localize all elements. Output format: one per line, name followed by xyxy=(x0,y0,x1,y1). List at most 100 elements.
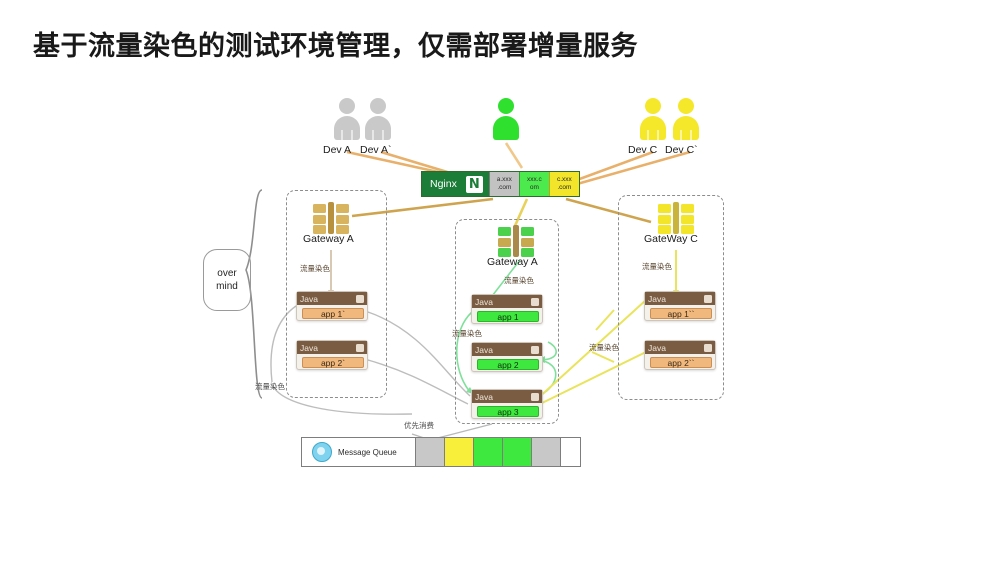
user-label-dev-a-prime: Dev A` xyxy=(360,144,392,156)
gateway-spine xyxy=(513,225,519,257)
app-card-left-2[interactable]: Java app 2` xyxy=(296,340,368,370)
app-runtime-label: Java xyxy=(648,342,666,353)
avatar-detail xyxy=(690,130,692,140)
trace-label-left-gateway: 流量染色 xyxy=(300,264,330,273)
app-runtime-label: Java xyxy=(475,344,493,355)
avatar-detail xyxy=(351,130,353,140)
app-runtime-label: Java xyxy=(648,293,666,304)
gateway-icon-middle xyxy=(496,224,536,258)
avatar-body xyxy=(334,116,360,140)
mq-segment-empty xyxy=(561,438,580,466)
domain-line-2: om xyxy=(529,184,539,191)
nginx-router[interactable]: Nginx N a.xxx .com xxx.c om c.xxx .com xyxy=(421,171,580,197)
domain-cell-b[interactable]: xxx.c om xyxy=(518,172,549,196)
app-card-header: Java xyxy=(297,292,367,305)
page-title: 基于流量染色的测试环境管理，仅需部署增量服务 xyxy=(33,31,638,61)
avatar-head xyxy=(498,98,514,114)
app-runtime-label: Java xyxy=(475,296,493,307)
nginx-label: Nginx xyxy=(430,178,457,190)
message-queue-bar[interactable]: Message Queue xyxy=(301,437,581,467)
trace-label-right-gateway: 流量染色 xyxy=(642,262,672,271)
domain-cell-c[interactable]: c.xxx .com xyxy=(548,172,579,196)
gateway-block xyxy=(658,225,671,234)
user-dev-b xyxy=(493,98,519,144)
app-card-middle-1[interactable]: Java app 1 xyxy=(471,294,543,324)
app-card-header: Java xyxy=(472,343,542,356)
app-card-header: Java xyxy=(297,341,367,354)
app-name-label: app 1` xyxy=(302,308,364,319)
gateway-block xyxy=(498,238,511,247)
java-cup-icon xyxy=(531,345,539,354)
app-card-right-1[interactable]: Java app 1`` xyxy=(644,291,716,321)
user-dev-a-prime xyxy=(365,98,391,144)
gateway-icon-right xyxy=(656,201,696,235)
app-card-left-1[interactable]: Java app 1` xyxy=(296,291,368,321)
overmind-line-2: mind xyxy=(216,281,238,292)
app-card-header: Java xyxy=(472,295,542,308)
gateway-block xyxy=(336,225,349,234)
java-cup-icon xyxy=(704,294,712,303)
trace-label-middle-left: 流量染色 xyxy=(452,329,482,338)
user-dev-a xyxy=(334,98,360,144)
app-card-header: Java xyxy=(645,341,715,354)
gateway-label-middle: Gateway A xyxy=(487,256,538,268)
mq-segment-4 xyxy=(503,438,532,466)
avatar-body xyxy=(365,116,391,140)
app-card-middle-2[interactable]: Java app 2 xyxy=(471,342,543,372)
gateway-spine xyxy=(328,202,334,234)
trace-label-right-cross: 流量染色 xyxy=(589,343,619,352)
mq-segment-5 xyxy=(532,438,561,466)
user-dev-c xyxy=(640,98,666,144)
user-label-dev-a: Dev A xyxy=(323,144,352,156)
avatar-detail xyxy=(372,130,374,140)
domain-cell-a[interactable]: a.xxx .com xyxy=(488,172,519,196)
gateway-label-left: Gateway A xyxy=(303,233,354,245)
domain-line-1: c.xxx xyxy=(556,176,572,183)
app-card-right-2[interactable]: Java app 2`` xyxy=(644,340,716,370)
gateway-block xyxy=(658,204,671,213)
mq-segment-1 xyxy=(416,438,445,466)
user-dev-c-prime xyxy=(673,98,699,144)
gateway-block xyxy=(313,204,326,213)
avatar-head xyxy=(339,98,355,114)
avatar-head xyxy=(370,98,386,114)
java-cup-icon xyxy=(356,343,364,352)
domain-line-1: a.xxx xyxy=(496,176,512,183)
env-group-middle xyxy=(455,219,559,424)
domain-line-2: .com xyxy=(557,184,572,191)
gateway-block xyxy=(521,227,534,236)
gateway-block xyxy=(313,225,326,234)
message-queue-label: Message Queue xyxy=(338,447,397,457)
avatar-detail xyxy=(382,130,384,140)
app-name-label: app 1 xyxy=(477,311,539,322)
gateway-block xyxy=(336,215,349,224)
app-runtime-label: Java xyxy=(300,342,318,353)
avatar-head xyxy=(678,98,694,114)
avatar-detail xyxy=(657,130,659,140)
avatar-body xyxy=(493,116,519,140)
avatar-head xyxy=(645,98,661,114)
nginx-main: Nginx N xyxy=(422,172,489,196)
cluster-icon xyxy=(312,442,332,462)
avatar-detail xyxy=(680,130,682,140)
app-card-header: Java xyxy=(472,390,542,403)
gateway-block xyxy=(681,204,694,213)
app-card-middle-3[interactable]: Java app 3 xyxy=(471,389,543,419)
mq-segment-3 xyxy=(474,438,503,466)
app-card-header: Java xyxy=(645,292,715,305)
avatar-body xyxy=(640,116,666,140)
overmind-box: over mind xyxy=(203,249,251,311)
gateway-block xyxy=(336,204,349,213)
avatar-body xyxy=(673,116,699,140)
gateway-block xyxy=(521,248,534,257)
gateway-block xyxy=(658,215,671,224)
gateway-block xyxy=(498,227,511,236)
gateway-block xyxy=(498,248,511,257)
java-cup-icon xyxy=(356,294,364,303)
app-runtime-label: Java xyxy=(300,293,318,304)
avatar-detail xyxy=(341,130,343,140)
app-name-label: app 1`` xyxy=(650,308,712,319)
gateway-block xyxy=(313,215,326,224)
domain-line-1: xxx.c xyxy=(526,176,542,183)
